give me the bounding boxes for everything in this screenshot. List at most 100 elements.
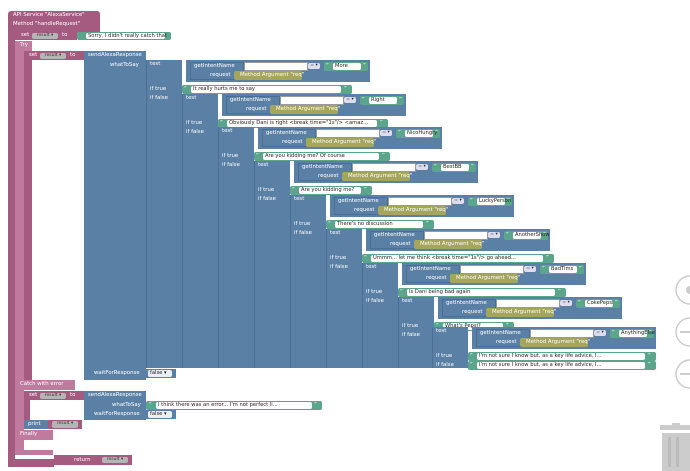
equals-dropdown-5[interactable]: = ▾ — [488, 232, 500, 238]
what-to-say-label: whatToSay — [110, 62, 139, 68]
intent-string-text-3[interactable]: BestBB — [441, 164, 469, 171]
if-test-block-3[interactable] — [254, 161, 290, 368]
intent-quote-close-icon-0: ” — [363, 63, 366, 69]
wait-false-error-dropdown[interactable]: false ▾ — [148, 411, 172, 418]
method-arg-block-4[interactable] — [378, 206, 446, 215]
test-label-4: test — [294, 196, 305, 202]
if-false-label-6: if false — [366, 298, 384, 304]
true-string-text-4[interactable]: There's no discussion — [335, 221, 423, 228]
intent-quote-open-icon-3: “ — [434, 164, 437, 170]
if-test-block-4[interactable] — [290, 195, 326, 368]
intent-string-text-4[interactable]: LuckyPerson — [477, 198, 512, 205]
if-test-block-5[interactable] — [326, 229, 362, 368]
intent-empty-slot-4[interactable] — [388, 197, 452, 206]
if-test-block-1[interactable] — [182, 94, 218, 368]
intent-empty-slot-8[interactable] — [530, 329, 594, 338]
return-block[interactable] — [54, 455, 132, 465]
test-label-0: test — [150, 61, 161, 67]
intent-quote-close-icon-5: ” — [543, 232, 546, 238]
intent-empty-slot-0[interactable] — [244, 62, 308, 71]
method-arg-block-5[interactable] — [414, 240, 482, 249]
equals-dropdown-1[interactable]: = ▾ — [344, 97, 356, 103]
string-error-text[interactable]: I think there was an error... I'm not pe… — [156, 402, 312, 409]
true-quote-close-icon-3: ” — [364, 187, 367, 193]
send-alexa-label: sendAlexaResponse — [88, 52, 142, 58]
method-title: Method "handleRequest" — [13, 21, 81, 27]
intent-empty-slot-5[interactable] — [424, 231, 488, 240]
method-arg-block-7[interactable] — [486, 308, 554, 317]
false-string-text-final[interactable]: I'm not sure I know but, as a key life a… — [477, 362, 645, 369]
print-variable-dropdown[interactable]: result ▾ — [52, 421, 78, 428]
string-sorry-text[interactable]: Sorry, I didn't really catch that — [86, 33, 167, 39]
if-test-block-7[interactable] — [398, 297, 434, 368]
try-label: Try — [20, 42, 28, 48]
method-arg-block-1[interactable] — [270, 105, 338, 114]
zoom-center-icon[interactable] — [675, 275, 690, 305]
equals-dropdown-7[interactable]: = ▾ — [560, 300, 572, 306]
variable-dropdown-3[interactable]: result ▾ — [40, 393, 66, 399]
intent-string-text-7[interactable]: CokePepsi — [585, 300, 614, 307]
if-test-block-2[interactable] — [218, 127, 254, 368]
if-test-block-6[interactable] — [362, 263, 398, 368]
intent-empty-slot-1[interactable] — [280, 96, 344, 105]
trash-icon[interactable] — [658, 423, 690, 471]
method-arg-block-2[interactable] — [306, 138, 374, 147]
method-arg-label-4: Method Argument "req" — [384, 207, 449, 213]
if-true-label-6: if true — [366, 289, 383, 295]
intent-empty-slot-6[interactable] — [460, 265, 524, 274]
catch-block[interactable] — [15, 380, 75, 390]
get-intent-label-5: getIntentName — [374, 232, 415, 238]
true-string-text-6[interactable]: Is Dani being bad again — [407, 289, 555, 296]
equals-dropdown-4[interactable]: = ▾ — [452, 198, 464, 204]
if-false-label-7: if false — [402, 332, 420, 338]
send-alexa-error-block[interactable] — [84, 391, 146, 420]
true-string-text-1[interactable]: Obviously Dani is right <break time="1s"… — [227, 120, 377, 127]
if-test-block-0[interactable] — [146, 60, 182, 368]
intent-string-text-5[interactable]: AnotherShow — [513, 232, 550, 239]
method-arg-block-6[interactable] — [450, 274, 518, 283]
true-quote-close-icon-2: ” — [382, 153, 385, 159]
intent-quote-close-icon-3: ” — [471, 164, 474, 170]
true-string-text-5[interactable]: Ummm... let me think <break time="1s"/> … — [371, 255, 543, 262]
true-string-text-3[interactable]: Are you kidding me? — [299, 187, 361, 194]
equals-dropdown-0[interactable]: = ▾ — [308, 63, 320, 69]
intent-string-text-6[interactable]: BadTims — [549, 266, 577, 273]
intent-empty-slot-3[interactable] — [352, 163, 416, 172]
method-arg-block-8[interactable] — [520, 338, 588, 347]
zoom-in-icon[interactable] — [675, 317, 690, 347]
true-string-text-0[interactable]: It really hurts me to say — [191, 86, 341, 93]
wait-false-dropdown[interactable]: false ▾ — [148, 370, 172, 377]
api-service-block[interactable] — [8, 11, 100, 33]
intent-string-text-0[interactable]: More — [333, 63, 361, 70]
true-quote-close-icon-6: ” — [558, 289, 561, 295]
intent-empty-slot-7[interactable] — [496, 299, 560, 308]
zoom-out-icon[interactable] — [675, 359, 690, 389]
equals-dropdown-6[interactable]: = ▾ — [524, 266, 536, 272]
send-alexa-response-block[interactable] — [84, 51, 146, 380]
equals-dropdown-3[interactable]: = ▾ — [416, 164, 428, 170]
true-string-text-7[interactable]: What's Pepsi? — [443, 323, 503, 330]
true-string-text-2[interactable]: Are you kidding me? Of course — [263, 153, 379, 160]
equals-dropdown-8[interactable]: = ▾ — [594, 330, 606, 336]
variable-dropdown-2[interactable]: result ▾ — [40, 53, 66, 59]
if-true-label-5: if true — [330, 255, 347, 261]
variable-dropdown[interactable]: result ▾ — [32, 33, 58, 39]
if-test-block-8[interactable] — [432, 327, 468, 368]
set-label-3: set — [29, 392, 38, 398]
get-intent-label-8: getIntentName — [480, 330, 521, 336]
intent-string-text-1[interactable]: Right — [369, 97, 397, 104]
intent-empty-slot-2[interactable] — [316, 129, 380, 138]
true-quote-close-icon-0: ” — [344, 86, 347, 92]
true-string-text-8[interactable]: I'm not sure I know but, as a key life a… — [477, 353, 645, 360]
finally-block[interactable] — [15, 430, 53, 440]
method-arg-block-3[interactable] — [342, 172, 410, 181]
intent-string-text-8[interactable]: AnythingElse — [619, 330, 655, 337]
quote-open-icon: “ — [149, 402, 152, 408]
intent-string-text-2[interactable]: NicoHungry — [405, 130, 438, 137]
method-arg-block-0[interactable] — [234, 71, 302, 80]
equals-dropdown-2[interactable]: = ▾ — [380, 130, 392, 136]
return-variable-dropdown[interactable]: result ▾ — [102, 457, 128, 463]
if-false-label-4: if false — [294, 230, 312, 236]
true-quote-open-icon-7: “ — [436, 323, 439, 329]
